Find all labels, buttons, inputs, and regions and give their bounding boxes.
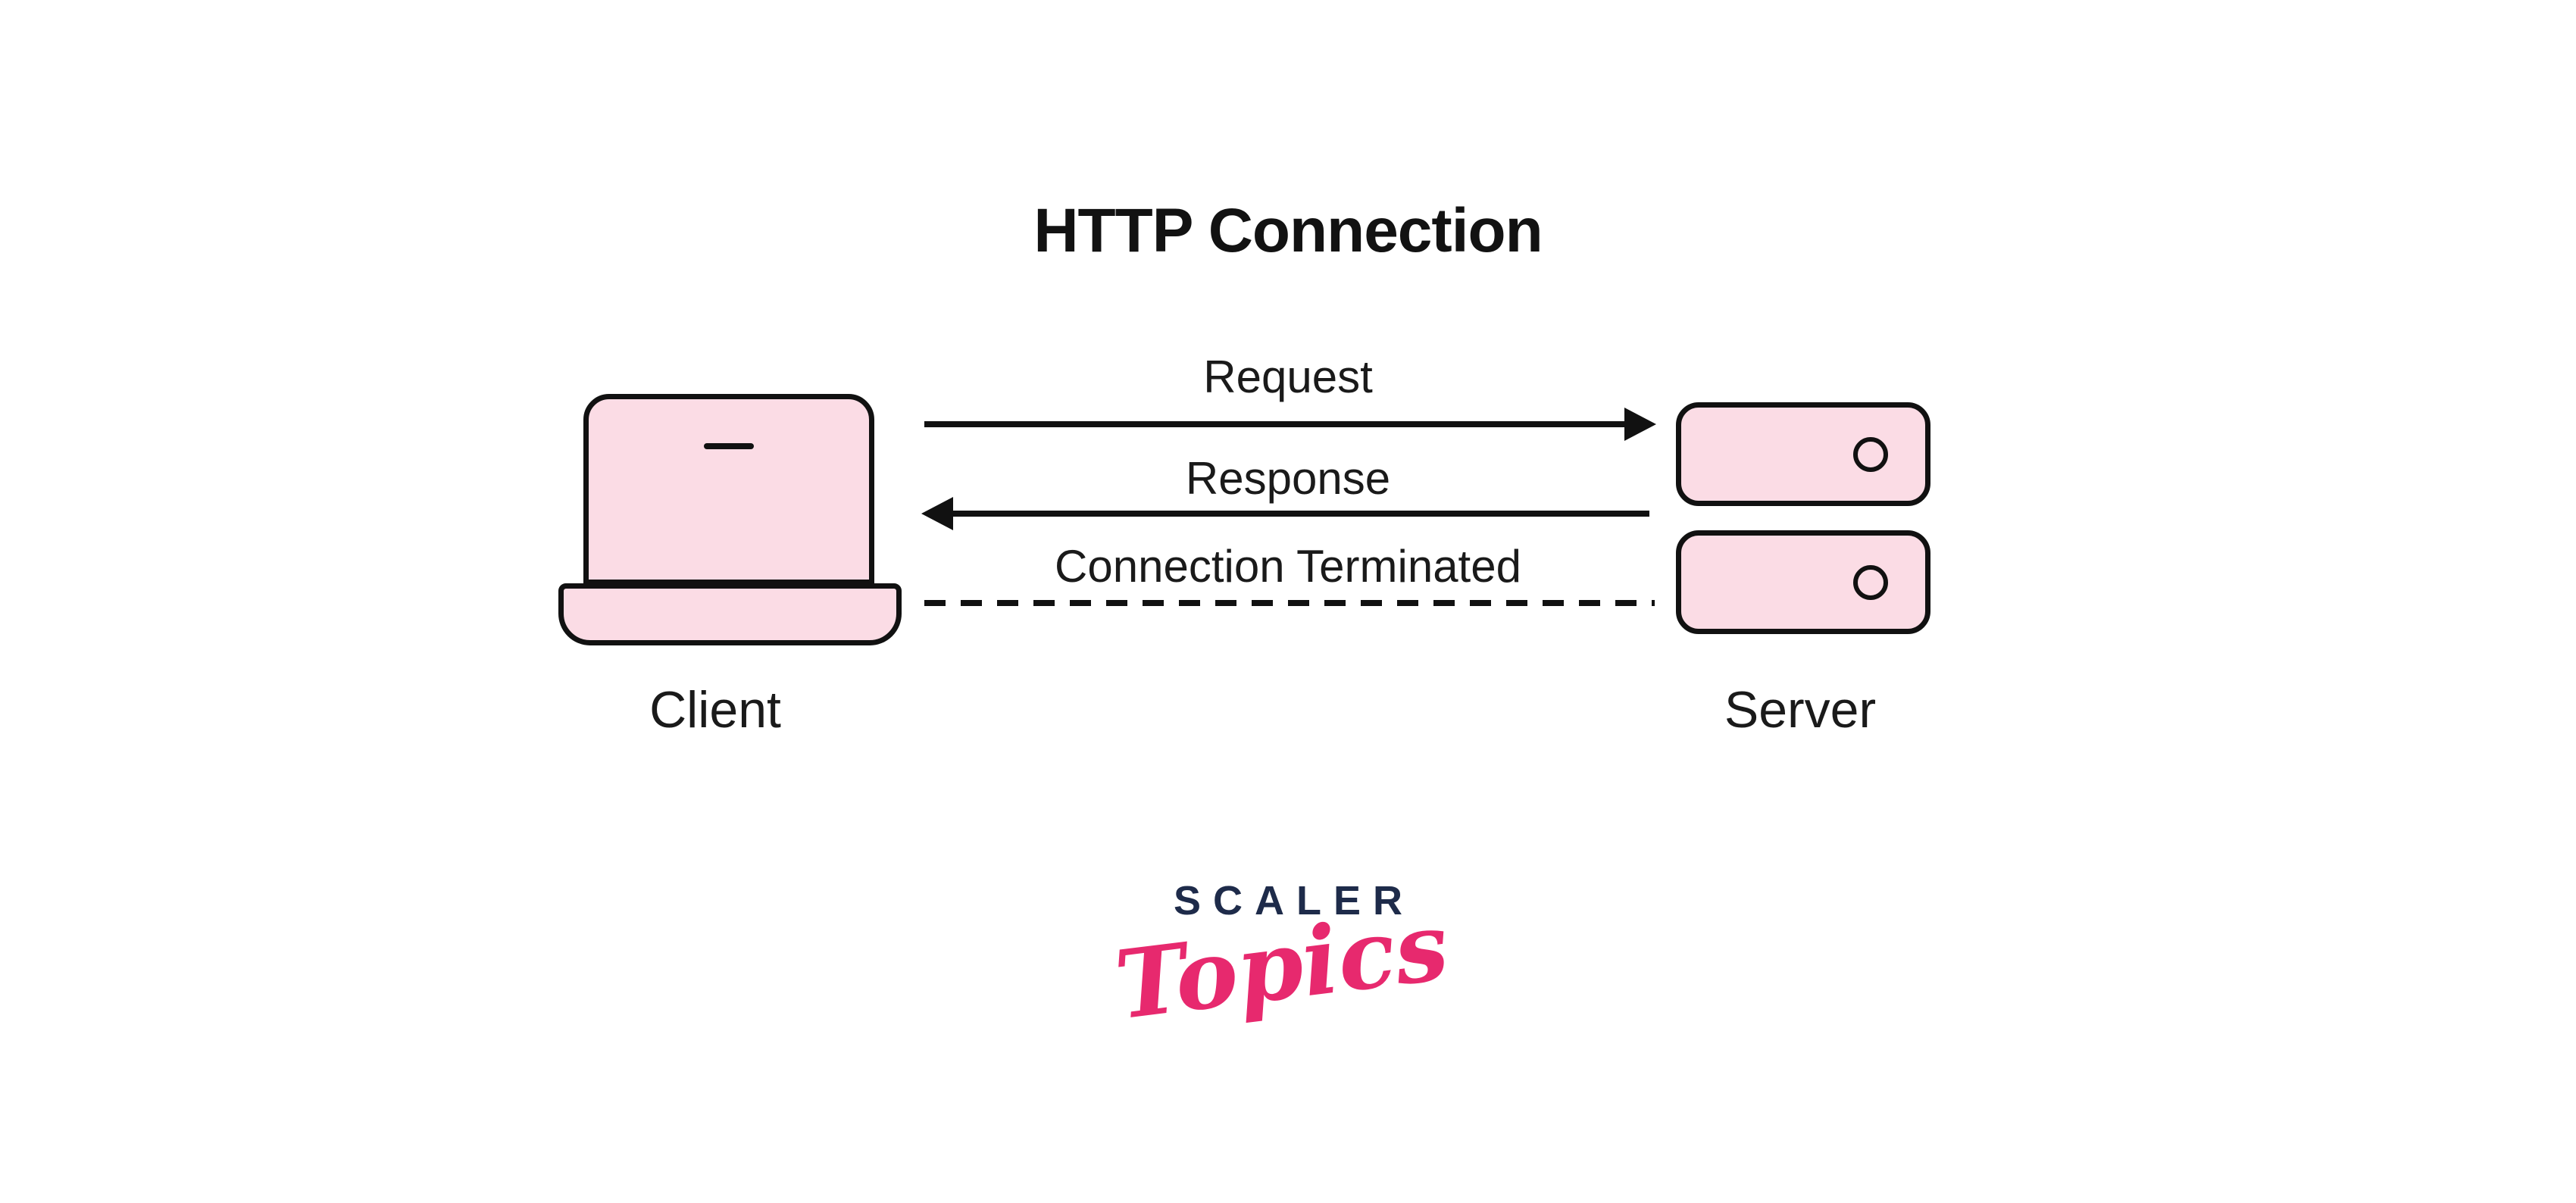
client-label: Client [649,681,781,739]
response-arrow-line [952,511,1649,517]
response-label: Response [1185,453,1391,504]
server-unit-1-led-icon [1853,437,1888,472]
server-unit-2 [1676,530,1930,634]
response-arrowhead-icon [921,497,953,530]
laptop-base [558,583,902,645]
request-arrowhead-icon [1624,408,1656,441]
laptop-camera-notch [704,443,754,449]
logo-topics-script-text: Topics [1109,891,1455,1042]
server-label: Server [1724,681,1877,739]
server-unit-1 [1676,402,1930,506]
logo-scaler-text: SCALER [1173,878,1415,923]
request-arrow-line [924,421,1626,427]
connection-terminated-label: Connection Terminated [1055,541,1521,592]
laptop-screen [583,394,874,585]
request-label: Request [1203,352,1373,402]
diagram-title: HTTP Connection [1033,196,1543,265]
server-unit-2-led-icon [1853,565,1888,600]
connection-terminated-dashed-line [924,600,1655,606]
